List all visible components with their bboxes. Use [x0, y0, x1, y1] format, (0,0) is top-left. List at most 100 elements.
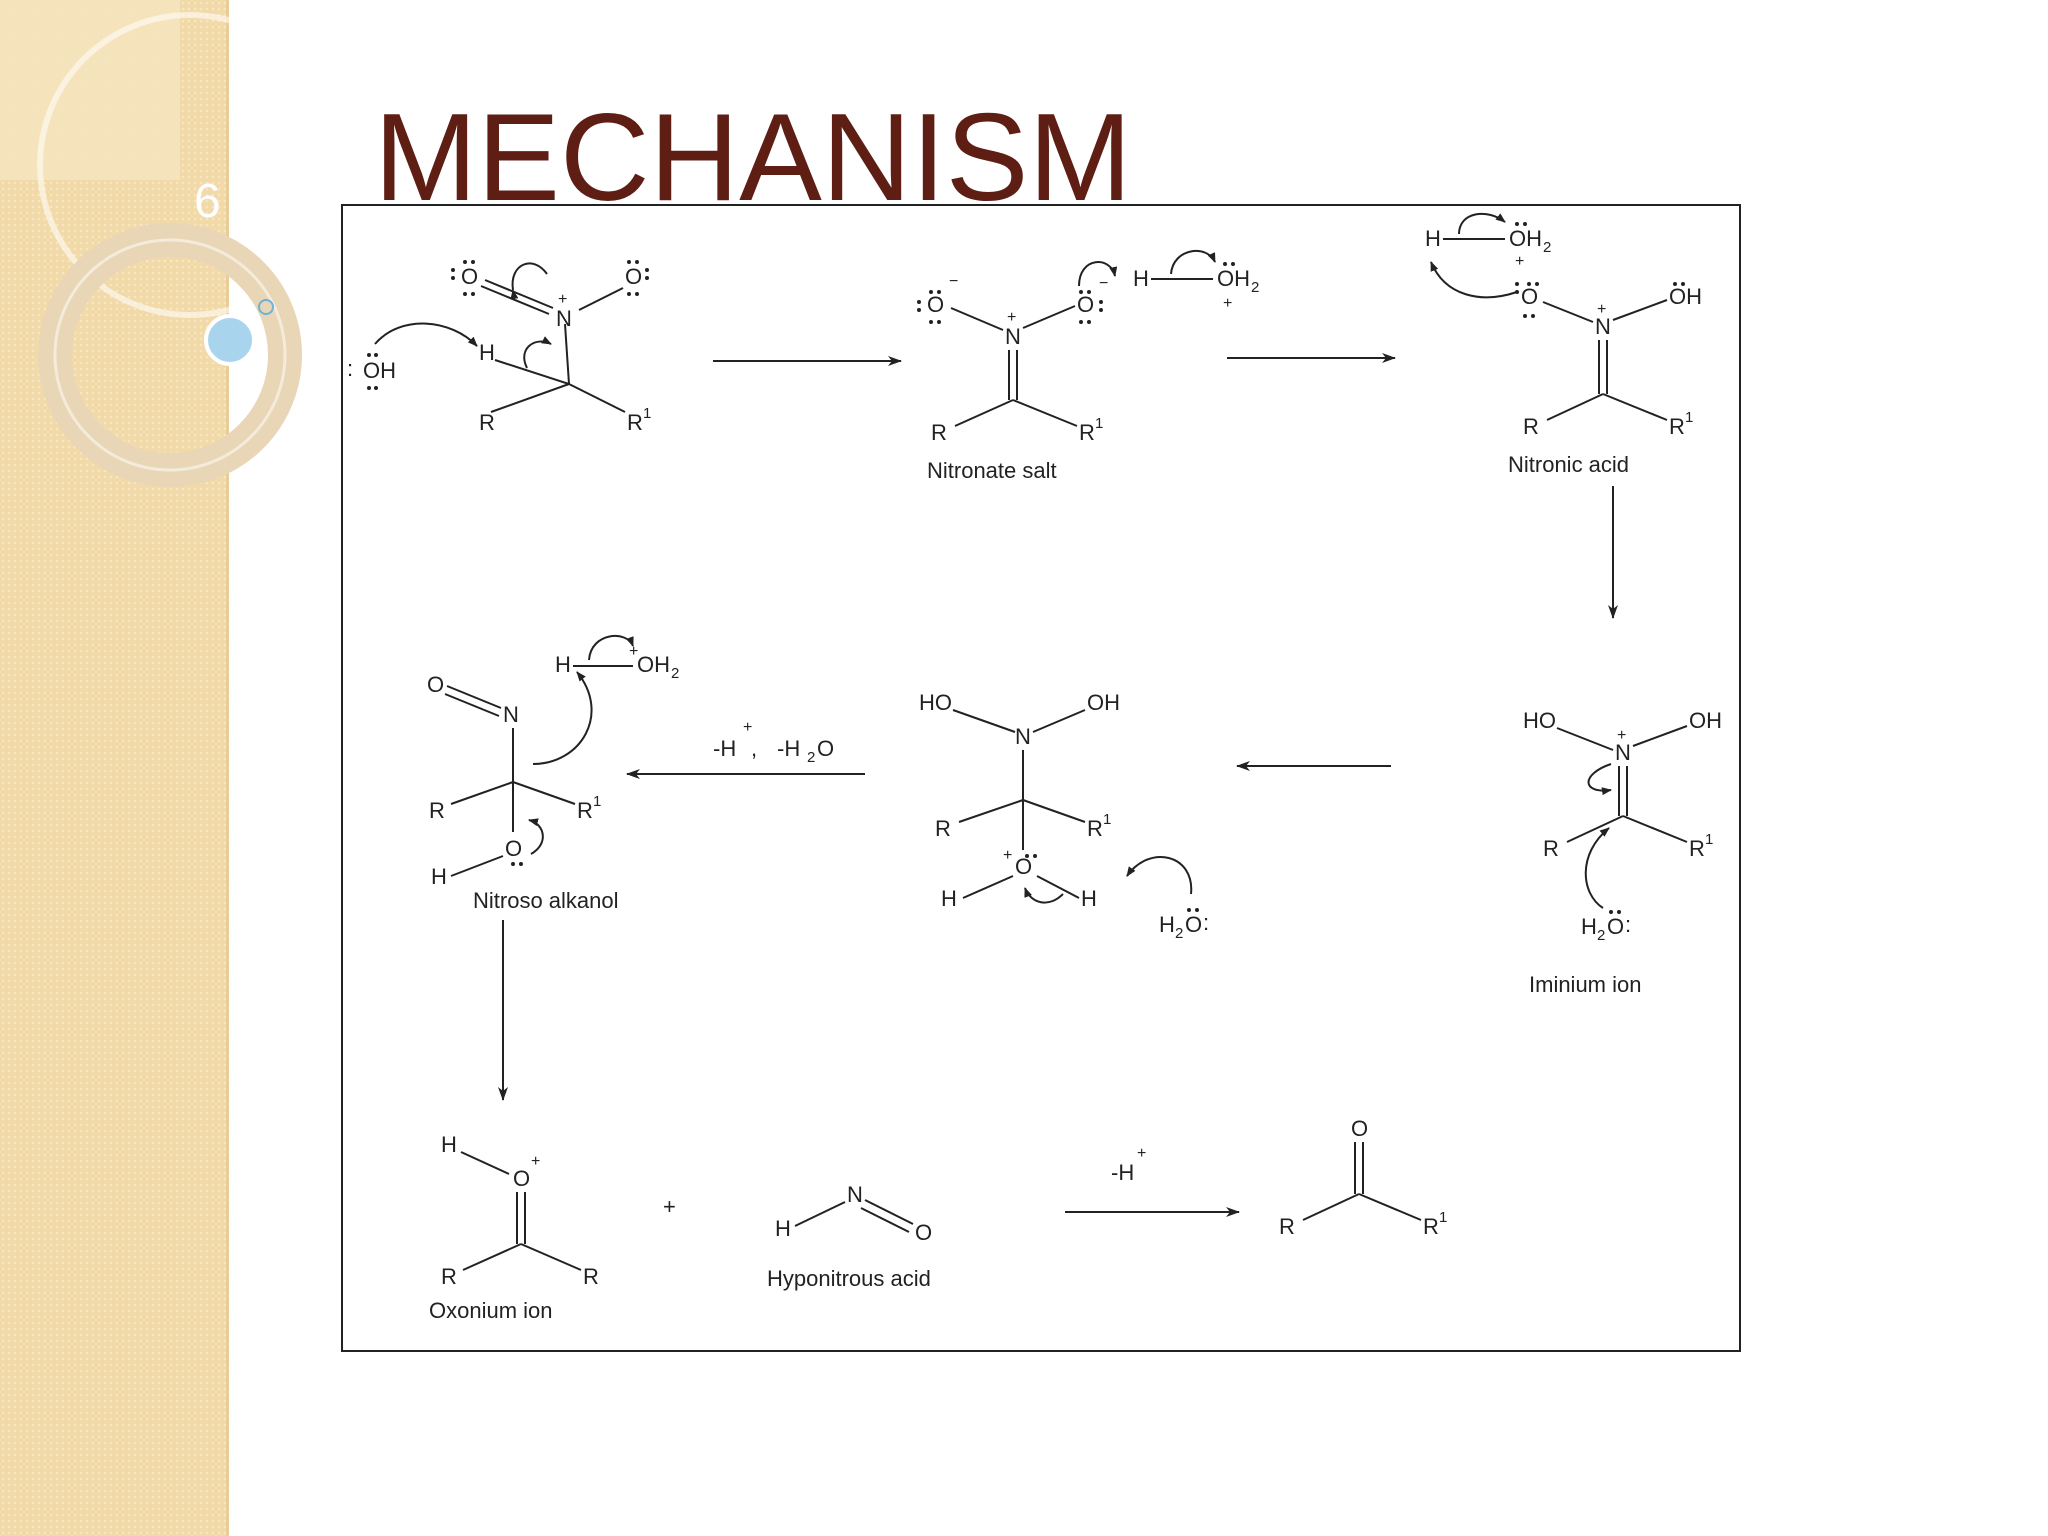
svg-text:N: N	[503, 702, 519, 727]
atom-n: N	[556, 306, 572, 331]
svg-text:O: O	[513, 1166, 530, 1191]
svg-text:1: 1	[643, 405, 651, 422]
arrow-h-transfer	[1170, 250, 1216, 275]
svg-text:OH: OH	[1689, 708, 1722, 733]
svg-text:H: H	[1081, 886, 1097, 911]
svg-text:+: +	[1003, 847, 1012, 864]
svg-text:O: O	[915, 1220, 932, 1245]
svg-text:1: 1	[1095, 415, 1103, 432]
arrow-water-deprotonate	[1126, 856, 1193, 895]
svg-text:R: R	[1423, 1214, 1439, 1239]
atom-o-right: O	[625, 264, 642, 289]
label-nitroso-alkanol: Nitroso alkanol	[473, 888, 619, 913]
svg-text:,: ,	[751, 736, 757, 761]
svg-text:H: H	[941, 886, 957, 911]
svg-text:R: R	[429, 798, 445, 823]
svg-text:-H: -H	[713, 736, 736, 761]
label-nitronic-acid: Nitronic acid	[1508, 452, 1629, 477]
svg-text:+: +	[1515, 253, 1524, 270]
svg-text:+: +	[1223, 295, 1232, 312]
label-iminium-ion: Iminium ion	[1529, 972, 1641, 997]
structure-ketone-product: O R R 1	[1279, 1116, 1447, 1239]
svg-text:R: R	[577, 798, 593, 823]
svg-text:OH: OH	[1087, 690, 1120, 715]
svg-text:O: O	[427, 672, 444, 697]
svg-text::: :	[1625, 912, 1631, 937]
arrow-oh-attack	[374, 322, 478, 347]
condition-deprotonation: -H	[1111, 1160, 1134, 1185]
svg-text:OH: OH	[1669, 284, 1702, 309]
decorative-rings	[0, 0, 320, 487]
svg-text:1: 1	[1103, 811, 1111, 828]
arrow-ch-break	[523, 336, 552, 369]
svg-text:OH: OH	[637, 652, 670, 677]
structure-nitronate-salt: O − N + O − R R 1 Nitronate salt H OH 2 …	[917, 250, 1259, 483]
deco-bubble	[204, 314, 256, 366]
svg-text:O: O	[1015, 854, 1032, 879]
svg-text:N: N	[847, 1182, 863, 1207]
slide-number: 6	[194, 175, 221, 228]
atom-r: R	[479, 410, 495, 435]
svg-text:−: −	[1099, 275, 1108, 292]
label-nitronate-salt: Nitronate salt	[927, 458, 1057, 483]
svg-text:R: R	[931, 420, 947, 445]
arrow-o-lone-pair	[528, 818, 544, 855]
svg-text:+: +	[531, 1153, 540, 1170]
svg-text:OH: OH	[1509, 226, 1542, 251]
svg-text:2: 2	[1597, 927, 1605, 944]
atom-r1: R	[627, 410, 643, 435]
svg-text:+: +	[558, 291, 567, 308]
deco-ring-large	[37, 12, 320, 318]
deco-square	[0, 0, 180, 180]
diagram-frame	[341, 204, 1741, 1352]
svg-text:R: R	[1689, 836, 1705, 861]
svg-text:O: O	[1185, 912, 1202, 937]
arrow-no-shift	[510, 262, 548, 300]
svg-text:O: O	[505, 836, 522, 861]
svg-text:1: 1	[593, 793, 601, 810]
svg-text:H: H	[1425, 226, 1441, 251]
arrow-protonate-n	[588, 634, 634, 661]
svg-text:R: R	[1543, 836, 1559, 861]
label-oxonium-ion: Oxonium ion	[429, 1298, 553, 1323]
svg-text:2: 2	[671, 665, 679, 682]
mechanism-diagram: : OH H R R 1 N + O O O − N	[347, 213, 1722, 1323]
svg-text:H: H	[441, 1132, 457, 1157]
svg-text:+: +	[1617, 727, 1626, 744]
svg-text:H: H	[431, 864, 447, 889]
hydroxide-label: OH	[363, 358, 396, 383]
structure-nitroalkane: : OH H R R 1 N + O O	[347, 260, 651, 435]
svg-text::: :	[1203, 910, 1209, 935]
svg-text:N: N	[1015, 724, 1031, 749]
svg-text:H: H	[775, 1216, 791, 1241]
svg-text:−: −	[949, 273, 958, 290]
svg-text:+: +	[1137, 1145, 1146, 1162]
atom-o-left: O	[461, 264, 478, 289]
svg-text:N: N	[1005, 324, 1021, 349]
arrow-o-attack-h	[1078, 261, 1118, 287]
svg-text:O: O	[1521, 284, 1538, 309]
svg-text:2: 2	[807, 749, 815, 766]
svg-text:R: R	[935, 816, 951, 841]
structure-nitroso-alkanol: O N R R 1 O H H OH 2 + Nitroso alkanol	[427, 634, 679, 913]
arrow-oh-break	[1024, 887, 1064, 904]
condition-dehydration: -H + , -H 2 O	[713, 719, 834, 766]
svg-text:H: H	[1133, 266, 1149, 291]
svg-text:R: R	[1523, 414, 1539, 439]
arrow-water-attack	[1584, 827, 1610, 909]
structure-oxonium-ion: H O + R R Oxonium ion	[429, 1132, 599, 1323]
svg-text:H: H	[1159, 912, 1175, 937]
svg-text:R: R	[1279, 1214, 1295, 1239]
svg-text:-H: -H	[777, 736, 800, 761]
structure-iminium-ion: HO N + OH R R 1 H 2 O : Iminium ion	[1523, 708, 1722, 997]
svg-text:N: N	[1615, 740, 1631, 765]
label-hyponitrous-acid: Hyponitrous acid	[767, 1266, 931, 1291]
svg-text:H: H	[1581, 914, 1597, 939]
svg-text:O: O	[1077, 292, 1094, 317]
svg-text:R: R	[441, 1264, 457, 1289]
svg-text:R: R	[1669, 414, 1685, 439]
svg-text:HO: HO	[1523, 708, 1556, 733]
svg-text:O: O	[1607, 914, 1624, 939]
svg-text:O: O	[927, 292, 944, 317]
svg-text:+: +	[1007, 309, 1016, 326]
